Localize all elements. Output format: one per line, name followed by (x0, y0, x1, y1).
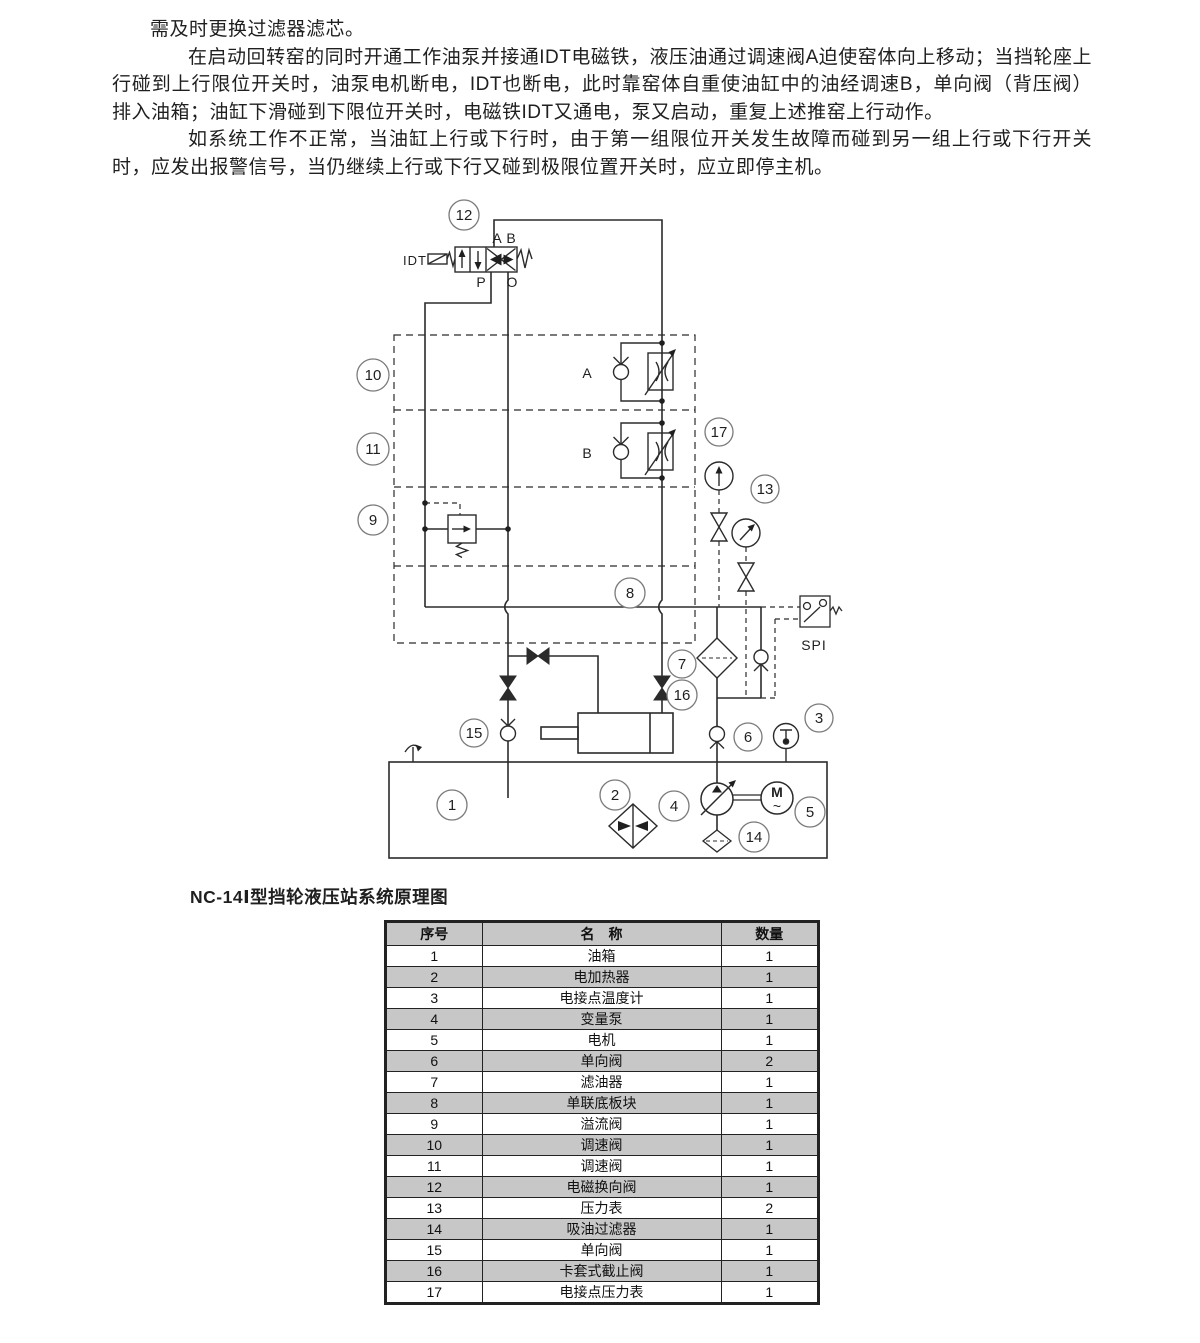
port-a-label: A (492, 230, 502, 246)
callout-7: 7 (678, 656, 686, 673)
oil-tank (388, 761, 828, 859)
motor-label: M (771, 784, 783, 800)
junction-dots (422, 340, 665, 532)
callout-12: 12 (456, 207, 473, 224)
pipe-p-line (424, 272, 492, 607)
callout-circles (356, 199, 834, 853)
paragraph-1: 需及时更换过滤器滤芯。 (150, 19, 365, 40)
manifold-block-outline (393, 334, 696, 644)
electric-heater (607, 803, 659, 849)
relief-valve (425, 502, 508, 559)
callout-4: 4 (670, 798, 678, 815)
check-valve-15 (499, 718, 517, 742)
paragraph-2: 在启动回转窑的同时开通工作油泵并接通IDT电磁铁，液压油通过调速阀A迫使窑体向上… (112, 46, 1092, 123)
col-header-index: 序号 (385, 921, 483, 946)
motor (733, 781, 794, 815)
idt-label: IDT (403, 253, 427, 268)
shutoff-valve-16 (653, 675, 671, 701)
pipe-o-line (503, 272, 509, 676)
callout-6: 6 (744, 729, 752, 746)
callout-5: 5 (806, 804, 814, 821)
callout-10: 10 (365, 367, 382, 384)
check-valve-6 (708, 725, 726, 749)
hydraulic-cylinder (540, 712, 674, 754)
speed-valve-b-label: B (582, 445, 591, 461)
spring-icon (516, 247, 533, 269)
callout-3: 3 (815, 710, 823, 727)
port-b-label: B (506, 230, 515, 246)
callout-16: 16 (674, 687, 691, 704)
callout-9: 9 (369, 512, 377, 529)
pipe-a-line (493, 219, 663, 343)
pipe-bypass-column (717, 607, 762, 699)
figure-caption: NC-14Ⅰ型挡轮液压站系统原理图 (190, 887, 449, 907)
callout-15: 15 (466, 725, 483, 742)
callout-2: 2 (611, 787, 619, 804)
table-header-row: 序号 名 称 数量 (385, 921, 819, 946)
pressure-gauge-13 (731, 518, 761, 698)
callout-17: 17 (711, 424, 728, 441)
spi-label: SPI (801, 637, 827, 653)
callout-13: 13 (757, 481, 774, 498)
col-header-quantity: 数量 (720, 921, 819, 946)
check-valve-bypass (753, 649, 769, 672)
speed-valve-a (612, 342, 675, 402)
body-text: 需及时更换过滤器滤芯。 在启动回转窑的同时开通工作油泵并接通IDT电磁铁，液压油… (112, 16, 1092, 181)
solenoid-icon (427, 253, 448, 265)
col-header-name: 名 称 (481, 921, 722, 946)
motor-phase-label: ~ (773, 798, 781, 814)
pressure-switch-spi (761, 595, 843, 699)
callout-14: 14 (746, 829, 763, 846)
shutoff-valve-rod-branch (526, 647, 550, 665)
oil-filter-7 (696, 637, 738, 679)
paragraph-3: 如系统工作不正常，当油缸上行或下行时，由于第一组限位开关发生故障而碰到另一组上行… (112, 129, 1092, 178)
speed-valve-a-label: A (582, 365, 592, 381)
suction-filter (701, 829, 733, 853)
electric-contact-pressure-gauge-17 (704, 461, 734, 607)
port-p-label: P (476, 274, 485, 290)
solenoid-directional-valve (427, 246, 533, 273)
callout-1: 1 (448, 797, 456, 814)
spring-icon (829, 605, 843, 616)
callout-8: 8 (626, 585, 634, 602)
pipe-rod-branch (508, 655, 599, 713)
speed-valve-b (612, 422, 675, 479)
shutoff-valve-return-line (499, 675, 517, 701)
port-o-label: O (507, 274, 518, 290)
callout-11: 11 (365, 441, 381, 458)
electric-contact-thermometer (772, 722, 800, 762)
